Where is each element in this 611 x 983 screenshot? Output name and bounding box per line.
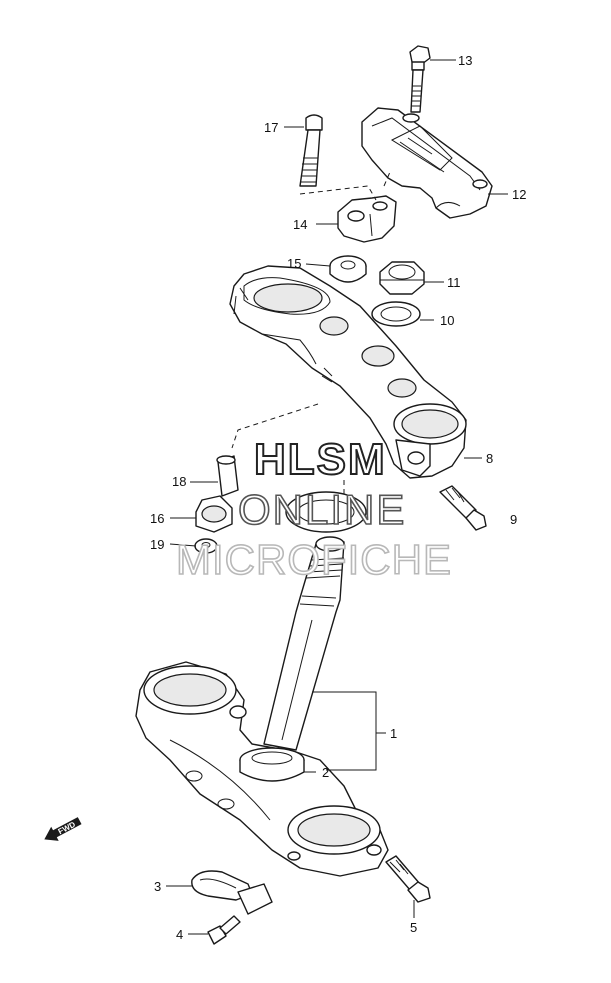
part-2-bearing bbox=[239, 747, 305, 782]
callout-15: 15 bbox=[287, 256, 301, 271]
callout-4: 4 bbox=[176, 927, 183, 942]
callout-16: 16 bbox=[150, 511, 164, 526]
watermark: HLSM ONLINE MICROFICHE bbox=[175, 434, 452, 584]
callout-18: 18 bbox=[172, 474, 186, 489]
watermark-line2: ONLINE bbox=[238, 486, 406, 533]
part-13-bolt bbox=[409, 45, 431, 113]
callout-11: 11 bbox=[447, 275, 461, 290]
callout-5: 5 bbox=[410, 920, 417, 935]
callout-2: 2 bbox=[322, 765, 329, 780]
leader-lines bbox=[166, 59, 508, 935]
part-15-washer bbox=[329, 255, 367, 283]
part-11-nut bbox=[379, 261, 425, 295]
watermark-line3: MICROFICHE bbox=[176, 536, 452, 583]
part-5-bolt bbox=[385, 855, 431, 903]
callout-13: 13 bbox=[458, 53, 472, 68]
callout-1: 1 bbox=[390, 726, 397, 741]
part-16-cap bbox=[195, 495, 233, 533]
stem-bearing bbox=[285, 491, 367, 533]
fwd-arrow-icon: FWD bbox=[44, 817, 82, 841]
part-1-steering-stem bbox=[135, 536, 389, 877]
part-8-upper-bracket bbox=[229, 265, 467, 479]
part-14-holder bbox=[299, 171, 397, 243]
callout-9: 9 bbox=[510, 512, 517, 527]
part-9-bolt bbox=[439, 485, 487, 531]
part-10-washer bbox=[371, 301, 421, 327]
callout-17: 17 bbox=[264, 120, 278, 135]
callout-3: 3 bbox=[154, 879, 161, 894]
watermark-line1: HLSM bbox=[254, 435, 387, 484]
part-18-collar bbox=[216, 455, 239, 497]
part-12-handlebar-clamp bbox=[361, 107, 493, 219]
callout-12: 12 bbox=[512, 187, 526, 202]
callout-8: 8 bbox=[486, 451, 493, 466]
callout-10: 10 bbox=[440, 313, 454, 328]
part-17-bolt bbox=[299, 114, 323, 187]
callout-19: 19 bbox=[150, 537, 164, 552]
part-3-clamp bbox=[191, 870, 273, 915]
callout-labels: 13 17 12 14 15 11 10 8 18 9 16 19 1 2 3 … bbox=[150, 53, 526, 942]
callout-14: 14 bbox=[293, 217, 307, 232]
guide-line-18 bbox=[231, 403, 319, 449]
part-4-bolt bbox=[207, 915, 241, 945]
